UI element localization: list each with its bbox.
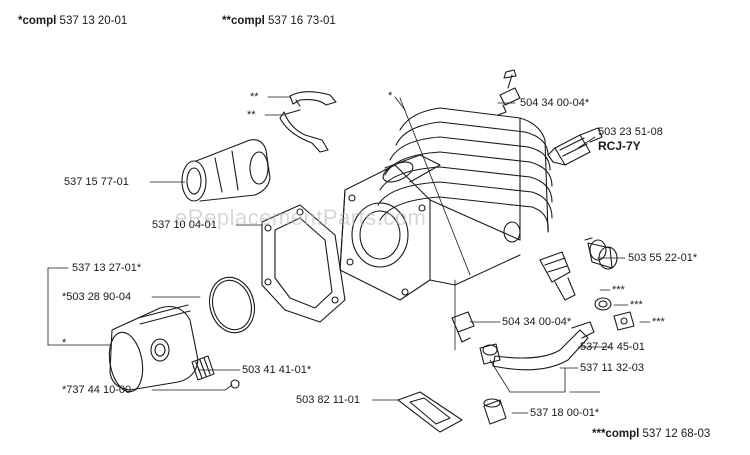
- decompression-valve-mid: [451, 311, 475, 343]
- marker-star-top: *: [388, 90, 393, 102]
- watermark: eReplacementParts.com: [175, 205, 427, 230]
- compl-a-number: 537 13 20-01: [59, 15, 128, 27]
- part-label-star: *: [62, 337, 67, 349]
- part-label-537-13-27-01: 537 13 27-01*: [72, 262, 142, 274]
- marker-tstar-b: ***: [630, 299, 643, 311]
- washer-upper: [594, 297, 612, 311]
- marker-dstar-b: **: [247, 109, 256, 121]
- part-label-503-82-11-01: 503 82 11-01: [296, 394, 361, 406]
- part-label-537-10-04-01: 537 10 04-01: [152, 219, 217, 231]
- part-label-537-15-77-01: 537 15 77-01: [64, 176, 129, 188]
- part-label-503-55-22-01: 503 55 22-01*: [628, 252, 698, 264]
- spark-plug: [547, 127, 603, 166]
- part-label-504-34-00-04-mid: 504 34 00-04*: [502, 316, 572, 328]
- hose-fitting: [479, 343, 501, 365]
- base-gasket: [397, 391, 463, 433]
- cylinder-gasket: [261, 204, 346, 323]
- part-label-537-11-32-03: 537 11 32-03: [580, 362, 645, 374]
- compl-b-number: 537 16 73-01: [268, 15, 336, 27]
- decompression-valve-top: [497, 69, 521, 116]
- fuel-hose: [492, 321, 595, 371]
- cylinder: [339, 107, 553, 301]
- compl-label-c: ***compl 537 12 68-03: [592, 428, 710, 440]
- nut-right: [613, 311, 635, 331]
- clip-upper: [289, 91, 337, 107]
- fuel-filter: [483, 398, 507, 425]
- part-label-rcj-7y: RCJ-7Y: [598, 139, 641, 153]
- compl-a-prefix: *compl: [18, 15, 57, 27]
- clip-lower: [279, 109, 329, 153]
- marker-tstar-a: ***: [612, 284, 625, 296]
- intake-boot: [181, 139, 271, 202]
- marker-tstar-c: ***: [652, 316, 665, 328]
- compl-b-prefix: **compl: [222, 15, 265, 27]
- part-label-503-23-51-08: 503 23 51-08: [598, 126, 663, 138]
- compl-c-number: 537 12 68-03: [642, 428, 711, 440]
- o-ring: [208, 276, 256, 334]
- part-label-537-18-00-01: 537 18 00-01*: [530, 407, 600, 419]
- part-label-503-41-41-01: 503 41 41-01*: [242, 364, 312, 376]
- piston: [108, 304, 199, 393]
- part-label-503-28-90-04: *503 28 90-04: [62, 291, 132, 303]
- needle-bearing: [191, 355, 215, 381]
- marker-dstar-a: **: [250, 91, 259, 103]
- compl-label-a: *compl 537 13 20-01: [18, 15, 127, 27]
- muffler-cap: [584, 237, 618, 270]
- part-label-737-44-10-00: *737 44 10-00: [62, 384, 132, 396]
- compl-c-prefix: ***compl: [592, 428, 640, 440]
- circlip: [230, 379, 240, 389]
- compl-label-b: **compl 537 16 73-01: [222, 15, 336, 27]
- leader-lines: [47, 96, 651, 414]
- part-label-504-34-00-04-top: 504 34 00-04*: [520, 97, 590, 109]
- fitting-upper: [539, 251, 576, 301]
- part-label-537-24-45-01: 537 24 45-01: [580, 341, 645, 353]
